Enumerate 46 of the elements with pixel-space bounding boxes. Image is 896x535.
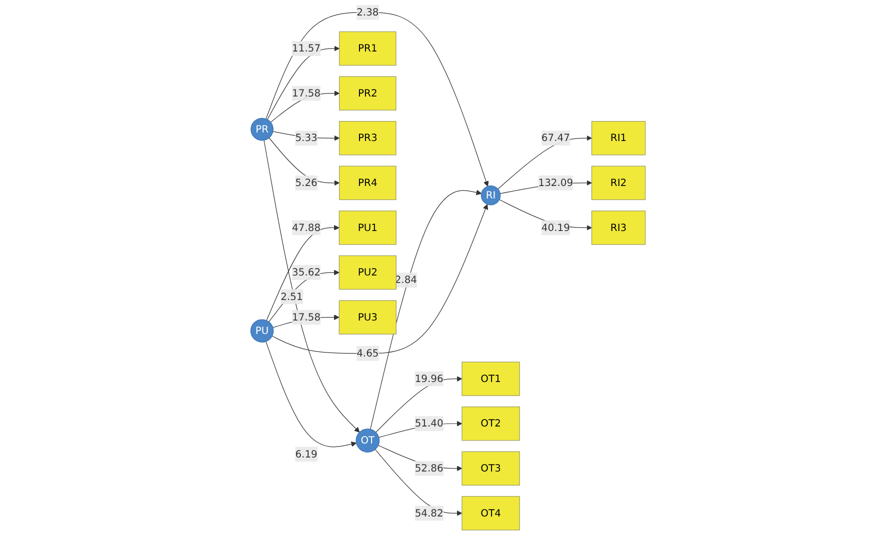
indicator-box: OT2	[462, 406, 520, 441]
arrow	[376, 376, 462, 433]
edge-label: 2.51	[280, 290, 303, 302]
construct-circle: PR	[250, 118, 274, 141]
edge-label: 19.96	[414, 372, 444, 384]
edge-label: 4.65	[356, 347, 379, 360]
arrow	[266, 225, 340, 321]
edge-label: 67.47	[541, 132, 570, 144]
arrow	[268, 270, 340, 322]
edge-label: 52.86	[414, 462, 444, 474]
indicator-box: OT3	[462, 451, 520, 486]
indicator-box: PR1	[339, 31, 396, 66]
indicator-box: OT4	[462, 496, 520, 530]
indicator-box: PR4	[339, 166, 396, 200]
indicator-box: RI2	[591, 166, 646, 200]
arrow	[374, 449, 462, 516]
indicator-box: RI3	[591, 210, 646, 245]
edge-label: 11.57	[292, 42, 321, 54]
indicator-box: PR3	[339, 121, 396, 156]
arrow	[264, 140, 360, 433]
construct-circle: PU	[250, 319, 274, 342]
arrow	[267, 46, 340, 120]
edge-label: 2.38	[356, 6, 379, 18]
construct-circle: RI	[480, 185, 501, 206]
edge-label: 5.33	[295, 132, 318, 144]
edge-label: 6.19	[295, 448, 318, 460]
edge-label: 40.19	[541, 222, 570, 234]
arrow	[266, 341, 357, 448]
construct-circle: OT	[356, 428, 380, 452]
arrow	[268, 138, 340, 186]
arrow	[370, 190, 482, 430]
edge-label: 132.09	[538, 176, 574, 189]
edge-label: 51.40	[414, 417, 444, 430]
edge-label: 17.58	[292, 87, 321, 99]
edge-label: 47.88	[292, 222, 321, 234]
arrow	[266, 12, 489, 187]
indicator-box: OT1	[462, 362, 520, 396]
edge-label: 5.26	[295, 176, 318, 189]
indicator-box: RI1	[591, 121, 646, 156]
indicator-box: PR2	[339, 76, 396, 110]
indicator-box: PU1	[338, 210, 396, 245]
indicator-box: PU2	[338, 255, 396, 290]
edge-label: 54.82	[414, 507, 444, 519]
edge-label: 35.62	[292, 266, 321, 278]
indicator-box: PU3	[338, 300, 396, 334]
edge-label: 17.58	[292, 311, 321, 323]
